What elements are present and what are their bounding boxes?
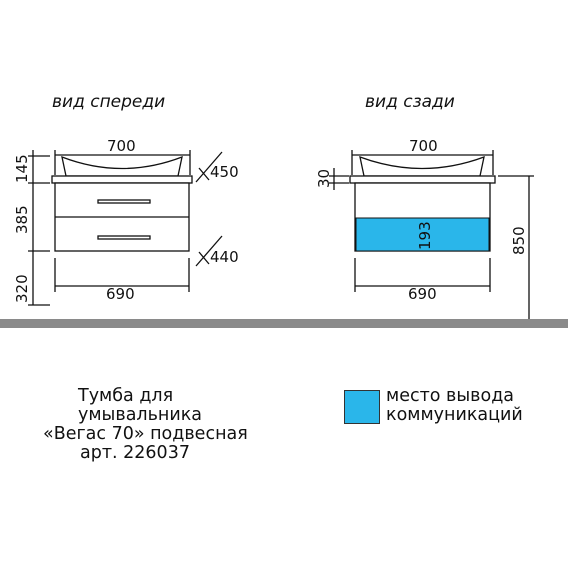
back-view-title: вид сзади bbox=[365, 92, 455, 112]
front-view bbox=[28, 150, 223, 306]
legend-line-2: коммуникаций bbox=[386, 405, 523, 425]
caption-line-1: Тумба для bbox=[78, 386, 174, 406]
product-caption: Тумба для умывальника «Вегас 70» подвесн… bbox=[43, 386, 248, 463]
front-top-width: 700 bbox=[107, 137, 136, 155]
front-cabinet-height: 385 bbox=[13, 205, 31, 234]
utility-zone bbox=[355, 217, 490, 252]
caption-line-2: умывальника bbox=[78, 405, 203, 425]
back-top-height: 30 bbox=[315, 169, 333, 188]
back-bottom-width: 690 bbox=[408, 285, 437, 303]
floor-line bbox=[0, 319, 568, 328]
legend-line-1: место вывода bbox=[386, 386, 515, 406]
legend-label: место вывода коммуникаций bbox=[386, 387, 523, 425]
front-view-title: вид спереди bbox=[52, 92, 165, 112]
legend-swatch bbox=[344, 390, 380, 424]
total-height: 850 bbox=[510, 226, 528, 255]
front-bottom-width: 690 bbox=[106, 285, 135, 303]
caption-line-4: арт. 226037 bbox=[80, 443, 190, 463]
front-depth-top: 450 bbox=[210, 163, 239, 181]
utility-zone-height: 193 bbox=[416, 221, 434, 250]
front-basin-height: 145 bbox=[13, 154, 31, 183]
back-top-width: 700 bbox=[409, 137, 438, 155]
caption-line-3: «Вегас 70» подвесная bbox=[43, 424, 248, 444]
front-depth-bottom: 440 bbox=[210, 248, 239, 266]
front-floor-gap: 320 bbox=[13, 274, 31, 303]
